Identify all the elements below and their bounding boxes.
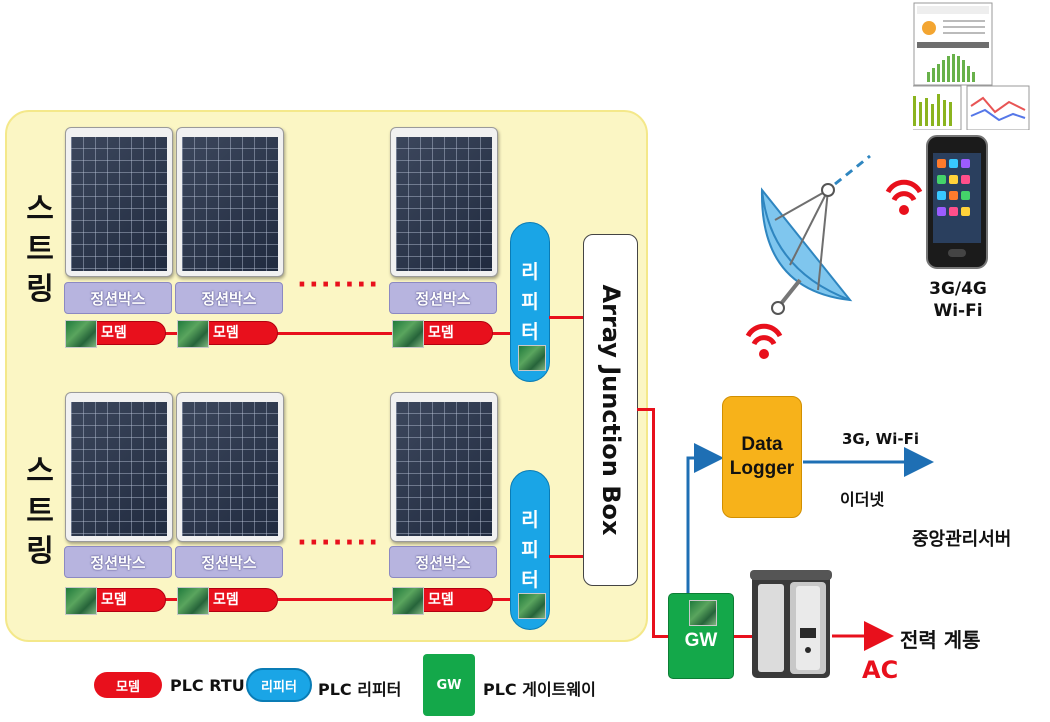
plc-modem: 모뎀 — [177, 587, 278, 615]
plc-repeater: 리 피 터 — [510, 470, 550, 630]
gateway-chip-icon — [689, 600, 717, 626]
central-server-label: 중앙관리서버 — [912, 529, 1012, 550]
legend-modem-pill: 모뎀 — [94, 672, 162, 698]
solar-panel — [176, 392, 284, 542]
ethernet-label: 이더넷 — [840, 490, 885, 509]
solar-panel — [390, 127, 498, 277]
modem-chip-icon — [177, 587, 209, 615]
monitoring-screen-icon — [913, 2, 1030, 130]
inverter-icon — [750, 570, 832, 678]
wifi-signal-icon — [885, 179, 923, 215]
modem-chip-icon — [392, 320, 424, 348]
solar-panel — [65, 127, 173, 277]
mobile-network-label: 3G/4G Wi-Fi — [929, 279, 987, 321]
modem-chip-icon — [177, 320, 209, 348]
legend-gw-text: PLC 게이트웨이 — [483, 680, 596, 699]
legend-gw-pill: GW — [423, 654, 475, 716]
data-logger: Data Logger — [722, 396, 802, 518]
modem-chip-icon — [65, 320, 97, 348]
ellipsis: ······· — [297, 528, 381, 558]
ajb-to-gw-line — [652, 635, 670, 638]
legend-repeater-pill: 리피터 — [246, 668, 312, 702]
wifi-signal-icon — [745, 323, 783, 359]
solar-panel — [390, 392, 498, 542]
junction-box: 정션박스 — [175, 546, 283, 578]
legend-modem-text: PLC RTU — [170, 676, 245, 695]
plc-modem: 모뎀 — [392, 320, 493, 348]
repeater-link-line — [549, 555, 584, 558]
satellite-dish-icon — [760, 154, 871, 315]
plc-modem: 모뎀 — [392, 587, 493, 615]
plc-line — [150, 598, 512, 601]
solar-panel — [176, 127, 284, 277]
string-label-2: 스 트 링 — [26, 454, 54, 569]
plc-modem: 모뎀 — [177, 320, 278, 348]
repeater-link-line — [549, 316, 584, 319]
ellipsis: ······· — [297, 270, 381, 300]
grid-label: 전력 계통 — [900, 628, 981, 652]
plc-modem: 모뎀 — [65, 320, 166, 348]
junction-box: 정션박스 — [175, 282, 283, 314]
repeater-chip-icon — [518, 345, 546, 371]
junction-box: 정션박스 — [389, 546, 497, 578]
plc-modem: 모뎀 — [65, 587, 166, 615]
junction-box: 정션박스 — [64, 546, 172, 578]
string-label-1: 스 트 링 — [26, 192, 54, 307]
ajb-output-line — [637, 408, 655, 411]
junction-box: 정션박스 — [64, 282, 172, 314]
ajb-output-line — [652, 408, 655, 638]
solar-panel — [65, 392, 173, 542]
smartphone-icon — [926, 135, 988, 269]
gw-to-inverter-line — [733, 635, 753, 638]
plc-line — [150, 332, 512, 335]
modem-chip-icon — [392, 587, 424, 615]
legend-repeater-text: PLC 리피터 — [318, 680, 402, 699]
junction-box: 정션박스 — [389, 282, 497, 314]
gw-to-logger-arrow — [686, 443, 724, 594]
repeater-chip-icon — [518, 593, 546, 619]
modem-chip-icon — [65, 587, 97, 615]
plc-repeater: 리 피 터 — [510, 222, 550, 382]
ac-label: AC — [862, 656, 899, 684]
plc-gateway: GW — [668, 593, 734, 679]
link-3g-wifi-label: 3G, Wi-Fi — [842, 430, 919, 448]
